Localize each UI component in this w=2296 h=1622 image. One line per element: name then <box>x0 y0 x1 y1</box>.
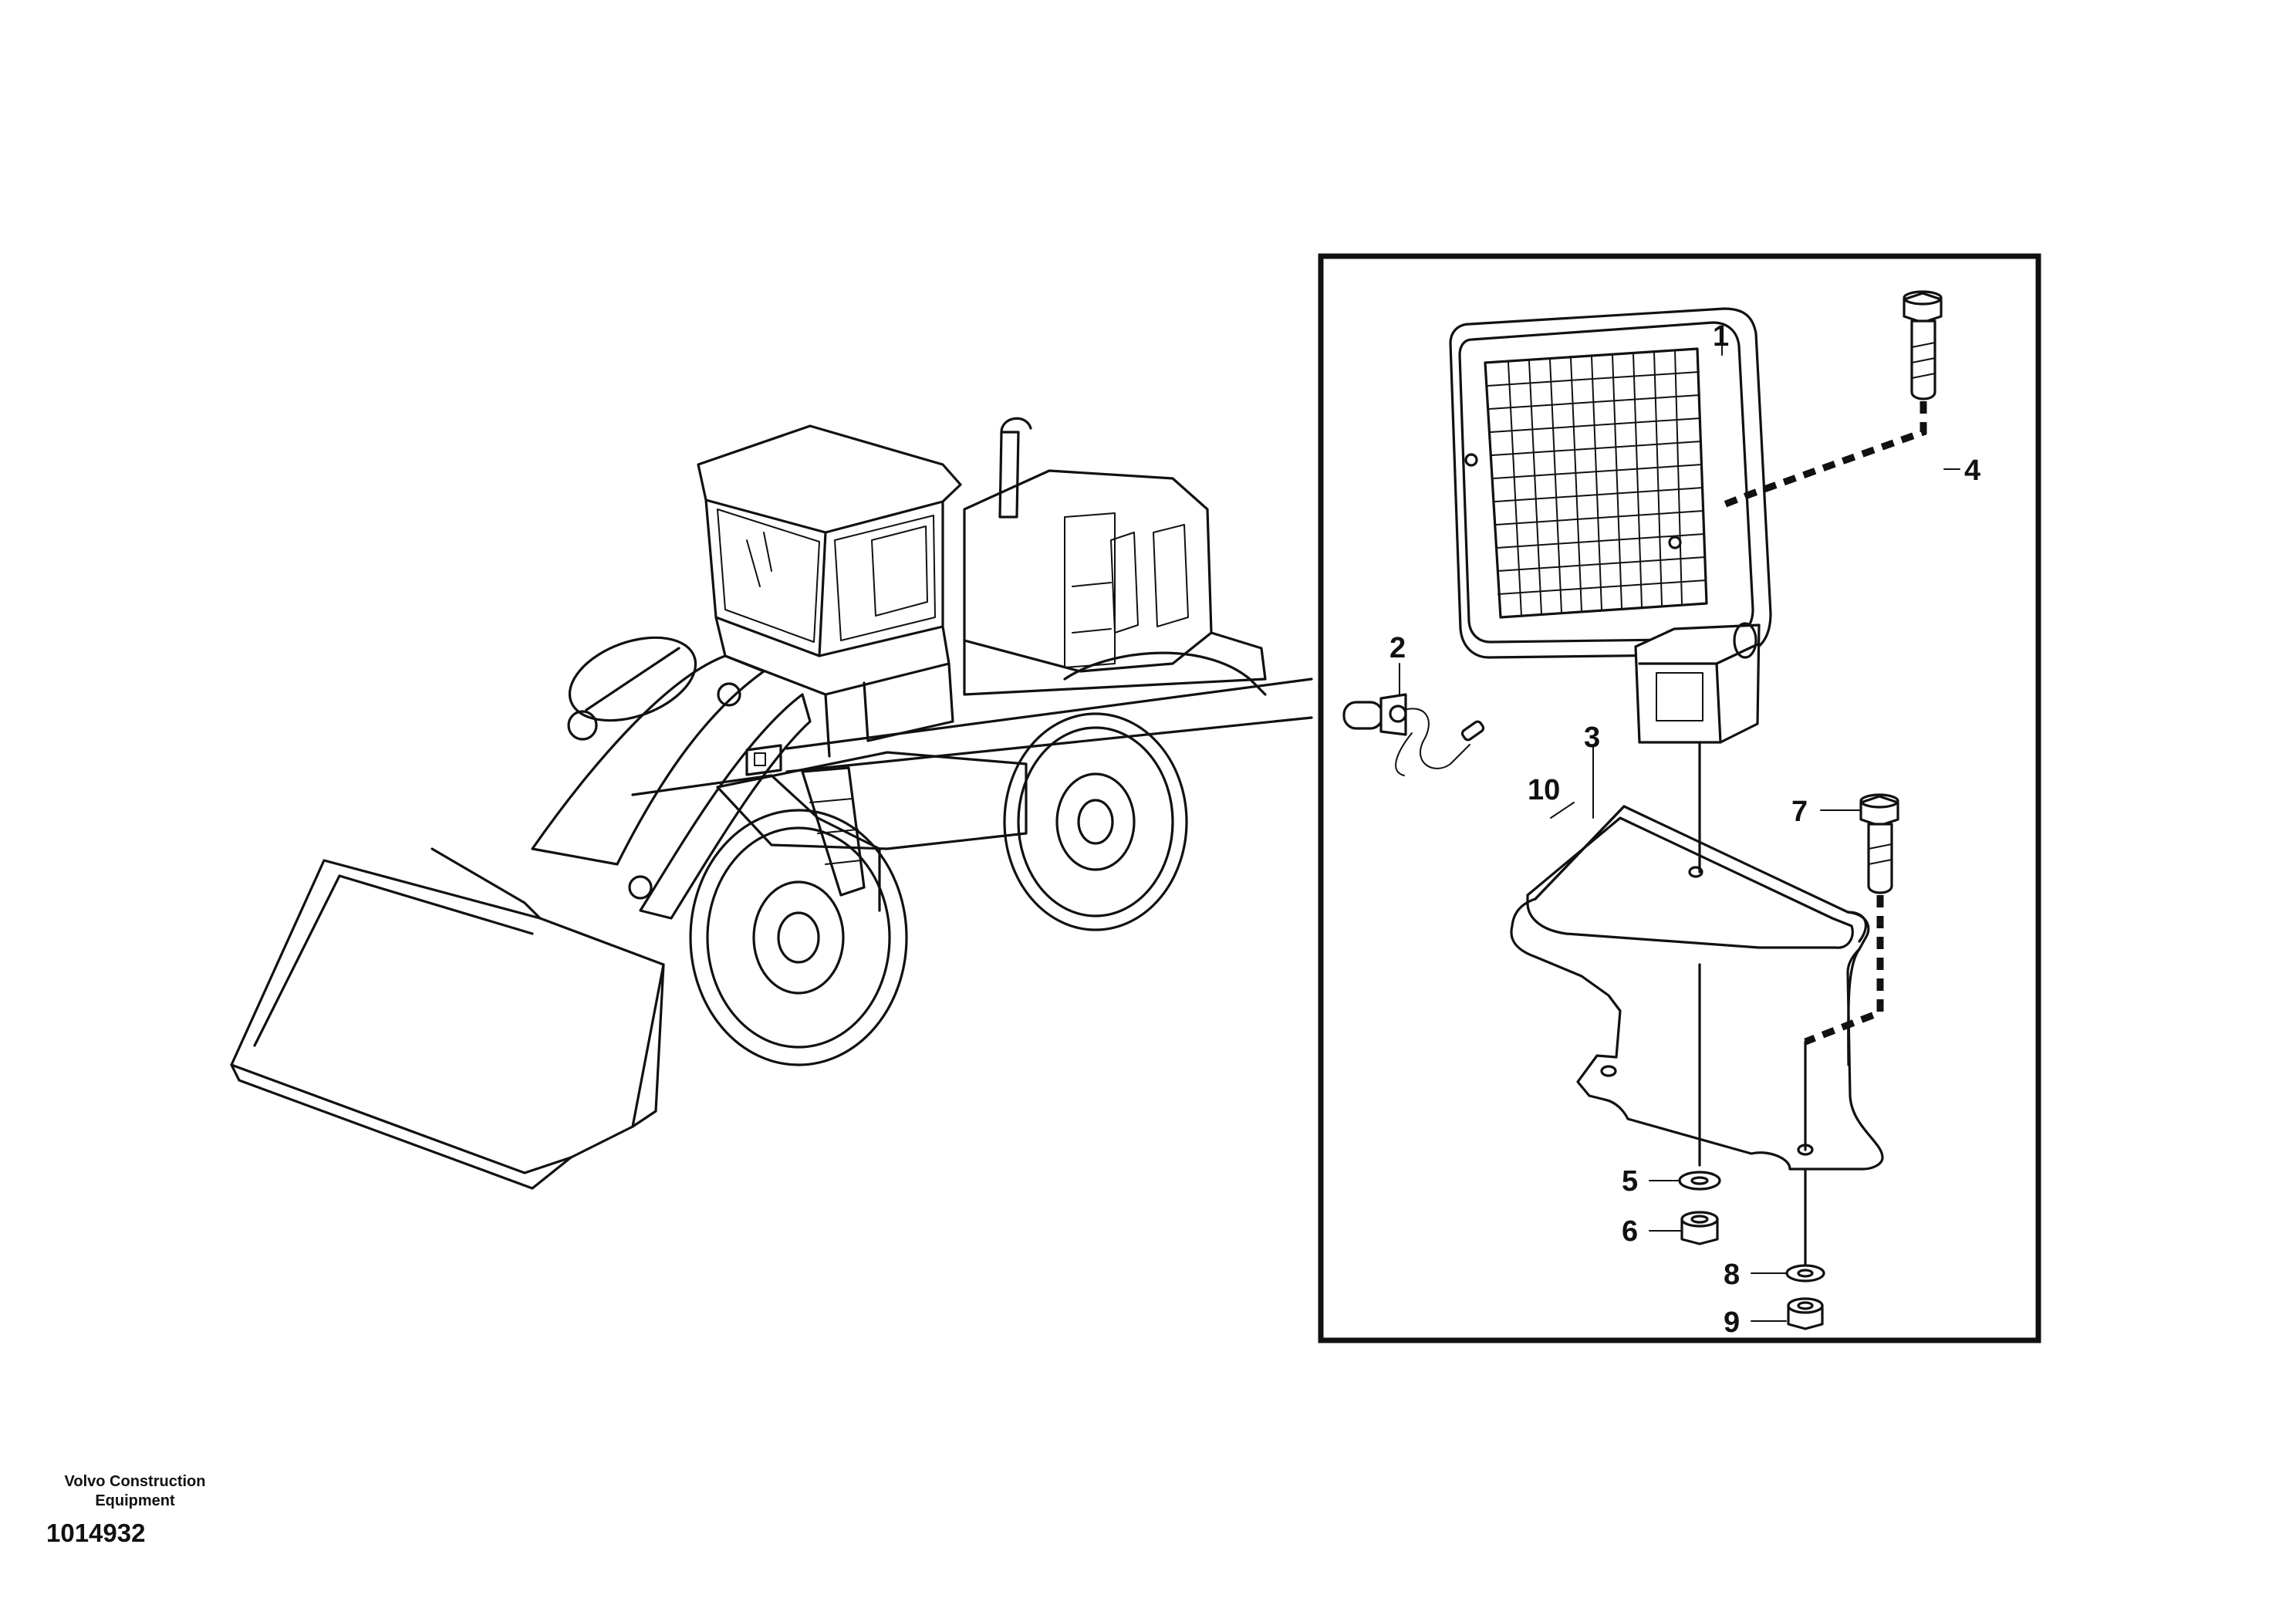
callout-10: 10 <box>1528 774 1560 806</box>
work-lamp <box>1449 307 1772 744</box>
bolt-7 <box>1859 793 1899 894</box>
callout-9: 9 <box>1724 1306 1740 1339</box>
mounting-bracket <box>1510 805 1884 1171</box>
bulb <box>1342 693 1485 776</box>
company-name: Volvo Construction Equipment <box>46 1472 224 1511</box>
washer-5 <box>1678 1171 1721 1191</box>
callout-2: 2 <box>1389 632 1406 664</box>
washer-8 <box>1785 1264 1825 1282</box>
nut-6 <box>1680 1211 1719 1245</box>
company-name-line2: Equipment <box>95 1492 175 1509</box>
nut-9 <box>1787 1297 1824 1330</box>
callout-7: 7 <box>1791 796 1808 828</box>
callout-3: 3 <box>1584 721 1600 754</box>
callout-5: 5 <box>1622 1165 1638 1198</box>
callout-leaders <box>1399 327 1960 1322</box>
bolt-4 <box>1903 290 1943 400</box>
callout-1: 1 <box>1713 320 1729 353</box>
callout-4: 4 <box>1964 454 1980 487</box>
drawing-number: 1014932 <box>46 1519 146 1547</box>
callout-8: 8 <box>1724 1259 1740 1291</box>
wheel-loader-illustration <box>230 417 1313 1190</box>
callout-6: 6 <box>1622 1215 1638 1248</box>
company-name-line1: Volvo Construction <box>64 1473 206 1490</box>
detail-inset-frame <box>1318 253 2041 1343</box>
